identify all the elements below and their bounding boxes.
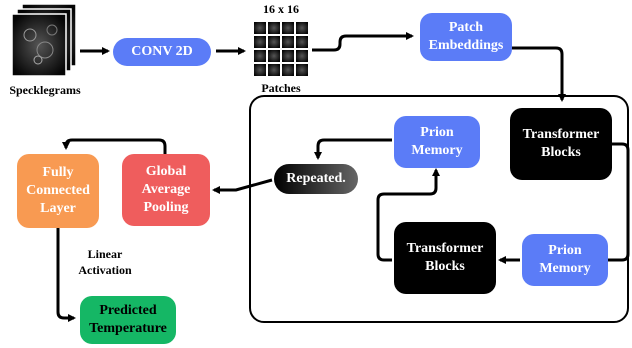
repeated-block: Repeated. xyxy=(274,164,358,194)
arrow-transformer2-to-prion1 xyxy=(376,168,440,262)
patches-grid xyxy=(254,22,308,76)
prion-memory-2: Prion Memory xyxy=(522,234,608,286)
arrow-repeated-to-pooling xyxy=(212,178,273,194)
patch-grid-size-label: 16 x 16 xyxy=(263,2,299,16)
specklegrams-label: Specklegrams xyxy=(9,83,81,97)
patch-embeddings-block: Patch Embeddings xyxy=(420,13,512,61)
prion-memory-1: Prion Memory xyxy=(394,116,480,168)
conv2d-block: CONV 2D xyxy=(113,38,211,66)
arrow-pooling-to-fc xyxy=(62,138,167,154)
patches-label: Patches xyxy=(261,81,301,95)
specklegram-images xyxy=(11,3,77,77)
arrow-embeddings-to-transformer xyxy=(512,46,566,102)
arrow-prion1-to-repeated xyxy=(314,138,392,160)
global-average-pooling-block: Global Average Pooling xyxy=(122,154,210,226)
arrow-patches-to-embeddings xyxy=(312,32,414,52)
arrow-transformer-to-prion2 xyxy=(600,142,630,264)
linear-activation-label: Linear Activation xyxy=(78,247,132,277)
transformer-blocks-1: Transformer Blocks xyxy=(510,108,612,180)
connectors xyxy=(56,32,630,322)
predicted-temperature-block: Predicted Temperature xyxy=(80,296,176,344)
arrow-fc-to-predicted xyxy=(56,228,76,322)
fully-connected-layer-block: Fully Connected Layer xyxy=(17,154,99,228)
transformer-blocks-2: Transformer Blocks xyxy=(394,222,496,294)
